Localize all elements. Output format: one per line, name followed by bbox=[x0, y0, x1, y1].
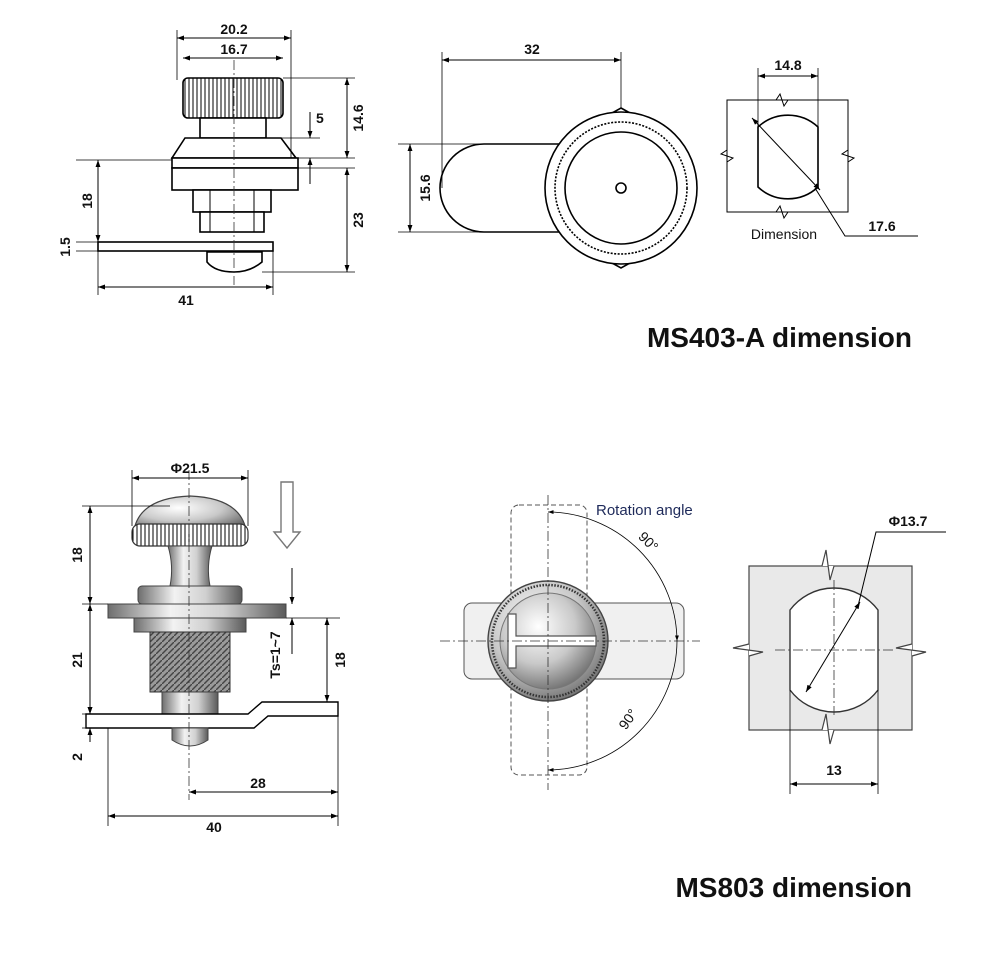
ms803-dim-overall-width: 40 bbox=[206, 819, 222, 835]
ms803-cutout-view: Φ13.7 13 bbox=[732, 513, 946, 794]
ms403-cutout-label: Dimension bbox=[751, 226, 817, 242]
ms803-angle-bottom: 90° bbox=[615, 706, 640, 733]
ms403-dim-gap: 5 bbox=[316, 110, 324, 126]
ms403-dim-cam-width: 15.6 bbox=[417, 174, 433, 201]
ms403-title: MS403-A dimension bbox=[647, 322, 912, 353]
ms403-dim-cam-length: 32 bbox=[524, 41, 540, 57]
ms403-dim-cutout-width: 14.8 bbox=[774, 57, 801, 73]
ms403-front-view: 32 15.6 bbox=[398, 41, 698, 269]
ms403-dim-shaft-height: 23 bbox=[350, 212, 366, 228]
ms403-side-view: 20.2 16.7 14.6 5 18 1.5 23 41 bbox=[57, 21, 366, 308]
ms403-cutout-view: 14.8 17.6 Dimension bbox=[719, 57, 918, 242]
ms403-dim-knob-inner: 16.7 bbox=[220, 41, 247, 57]
ms803-dim-knob-diameter: Φ21.5 bbox=[171, 460, 210, 476]
ms803-dim-cam-reach: 28 bbox=[250, 775, 266, 791]
ms803-dim-cam-offset: 18 bbox=[332, 652, 348, 668]
ms803-title: MS803 dimension bbox=[675, 872, 912, 903]
ms803-dim-cam-thickness: 2 bbox=[69, 753, 85, 761]
ms803-dim-hole-diameter: Φ13.7 bbox=[889, 513, 928, 529]
ms403-dim-panel: 1.5 bbox=[57, 237, 73, 257]
ms803-side-view: Φ21.5 18 21 2 Ts=1~7 18 28 40 bbox=[69, 460, 348, 835]
ms803-dim-knob-height: 18 bbox=[69, 547, 85, 563]
ms803-dim-hole-flat: 13 bbox=[826, 762, 842, 778]
ms403-dim-body-height: 18 bbox=[79, 193, 95, 209]
ms403-dim-cutout-diameter: 17.6 bbox=[868, 218, 895, 234]
ms403-dim-knob-height: 14.6 bbox=[350, 104, 366, 131]
ms803-dim-body-height: 21 bbox=[69, 652, 85, 668]
ms803-front-view: Rotation angle 90° 90° bbox=[440, 495, 700, 790]
ms803-rotation-label: Rotation angle bbox=[596, 502, 693, 519]
ms803-dim-ts: Ts=1~7 bbox=[267, 631, 283, 678]
ms403-dim-overall-width: 41 bbox=[178, 292, 194, 308]
ms403-dim-knob-outer: 20.2 bbox=[220, 21, 247, 37]
